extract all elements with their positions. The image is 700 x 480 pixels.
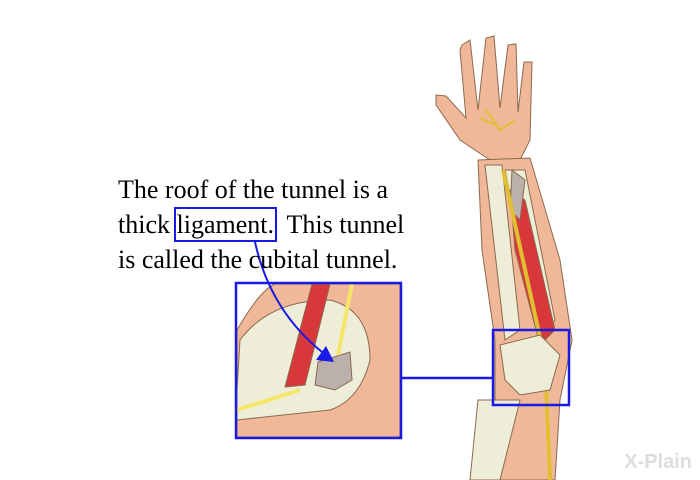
elbow-inset-detail [236,283,401,438]
pointer-arrow-line [254,241,323,353]
highlighted-term-ligament: ligament. [173,207,277,242]
forearm [469,157,573,480]
caption-text-post: This tunnel [273,210,405,239]
elbow-highlight-box [491,328,571,407]
caption-text-pre: thick [118,210,177,239]
caption-line-2: thick ligament. This tunnel [118,207,404,242]
caption-line-3: is called the cubital tunnel. [118,245,398,274]
arrowhead-icon [316,346,334,362]
hand [435,35,533,161]
caption-line-1: The roof of the tunnel is a [118,175,389,204]
xplain-logo: X-Plain [624,451,692,473]
caption-text: The roof of the tunnel is a thick ligame… [118,172,404,277]
inset-frame [234,281,403,440]
